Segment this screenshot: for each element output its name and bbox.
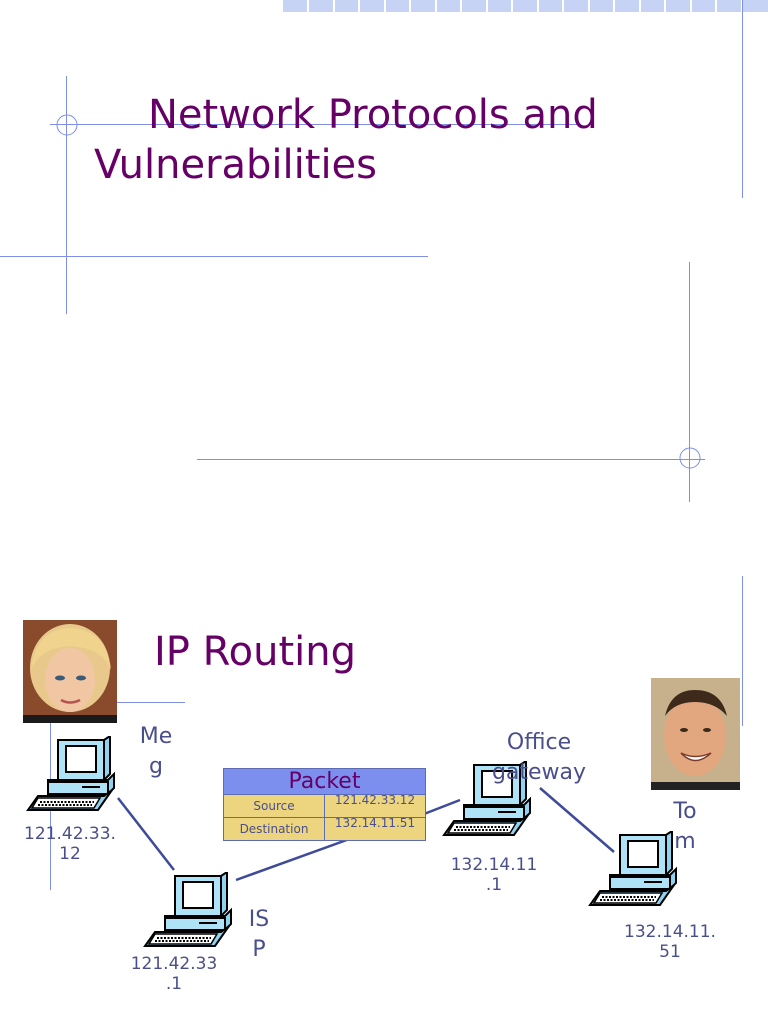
decor-vline (742, 0, 743, 198)
meg-label-line: g (149, 754, 163, 779)
decor-hline (50, 124, 580, 125)
meg-label: Me g (126, 722, 186, 782)
crosshair-icon (679, 447, 701, 469)
gateway-label-line: Office (506, 730, 572, 755)
tom-label-line: To (673, 799, 697, 824)
decorative-strip (283, 0, 768, 12)
decor-hline (197, 459, 705, 460)
packet-header: Packet (224, 769, 425, 794)
isp-computer-icon[interactable] (141, 872, 235, 950)
packet-row-value: 132.14.11.51 (334, 818, 416, 830)
tom-label: To m (660, 797, 710, 857)
tom-ip-line: 51 (659, 942, 681, 962)
decor-vline (50, 662, 51, 890)
packet-row: Destination 132.14.11.51 (224, 817, 425, 840)
meg-ip: 121.42.33. 12 (10, 824, 130, 864)
isp-ip-line: .1 (165, 974, 183, 994)
decor-vline (66, 76, 67, 314)
slide-title-text: IP Routing (154, 629, 356, 675)
tom-photo (651, 678, 740, 790)
tom-ip: 132.14.11. 51 (610, 922, 730, 962)
packet-row-label: Source (224, 795, 325, 817)
meg-ip-line: 12 (59, 844, 81, 864)
packet-row-label: Destination (224, 818, 325, 840)
decor-hline (0, 256, 428, 257)
isp-ip-line: 121.42.33 (130, 954, 218, 974)
packet-table: Packet Source 121.42.33.12 Destination 1… (223, 768, 426, 841)
isp-label-line: P (252, 937, 266, 962)
isp-label-line: IS (248, 907, 270, 932)
crosshair-icon (56, 114, 78, 136)
decor-vline (689, 262, 690, 502)
slide-title-text: Network Protocols and Vulnerabilities (94, 90, 734, 190)
tom-label-line: m (674, 829, 696, 854)
slide-title: Network Protocols and Vulnerabilities (0, 0, 768, 502)
gateway-label-line: gateway (491, 760, 587, 785)
title-line-1: Network Protocols and (148, 92, 598, 138)
gateway-ip-line: .1 (485, 875, 503, 895)
packet-row: Source 121.42.33.12 (224, 794, 425, 817)
gateway-ip: 132.14.11 .1 (434, 855, 554, 895)
isp-label: IS P (234, 905, 284, 965)
meg-photo (23, 620, 117, 723)
tom-ip-line: 132.14.11. (624, 922, 716, 942)
meg-label-line: Me (139, 724, 173, 749)
slide-ip-routing: IP Routing Me g 1 (0, 512, 768, 1024)
isp-ip: 121.42.33 .1 (114, 954, 234, 994)
gateway-ip-line: 132.14.11 (450, 855, 538, 875)
gateway-label: Office gateway (474, 728, 604, 788)
title-line-2: Vulnerabilities (94, 142, 378, 188)
network-links (117, 787, 615, 882)
meg-computer-icon[interactable] (24, 736, 118, 814)
meg-ip-line: 121.42.33. (24, 824, 116, 844)
decor-vline (742, 576, 743, 726)
packet-row-value: 121.42.33.12 (334, 795, 416, 807)
